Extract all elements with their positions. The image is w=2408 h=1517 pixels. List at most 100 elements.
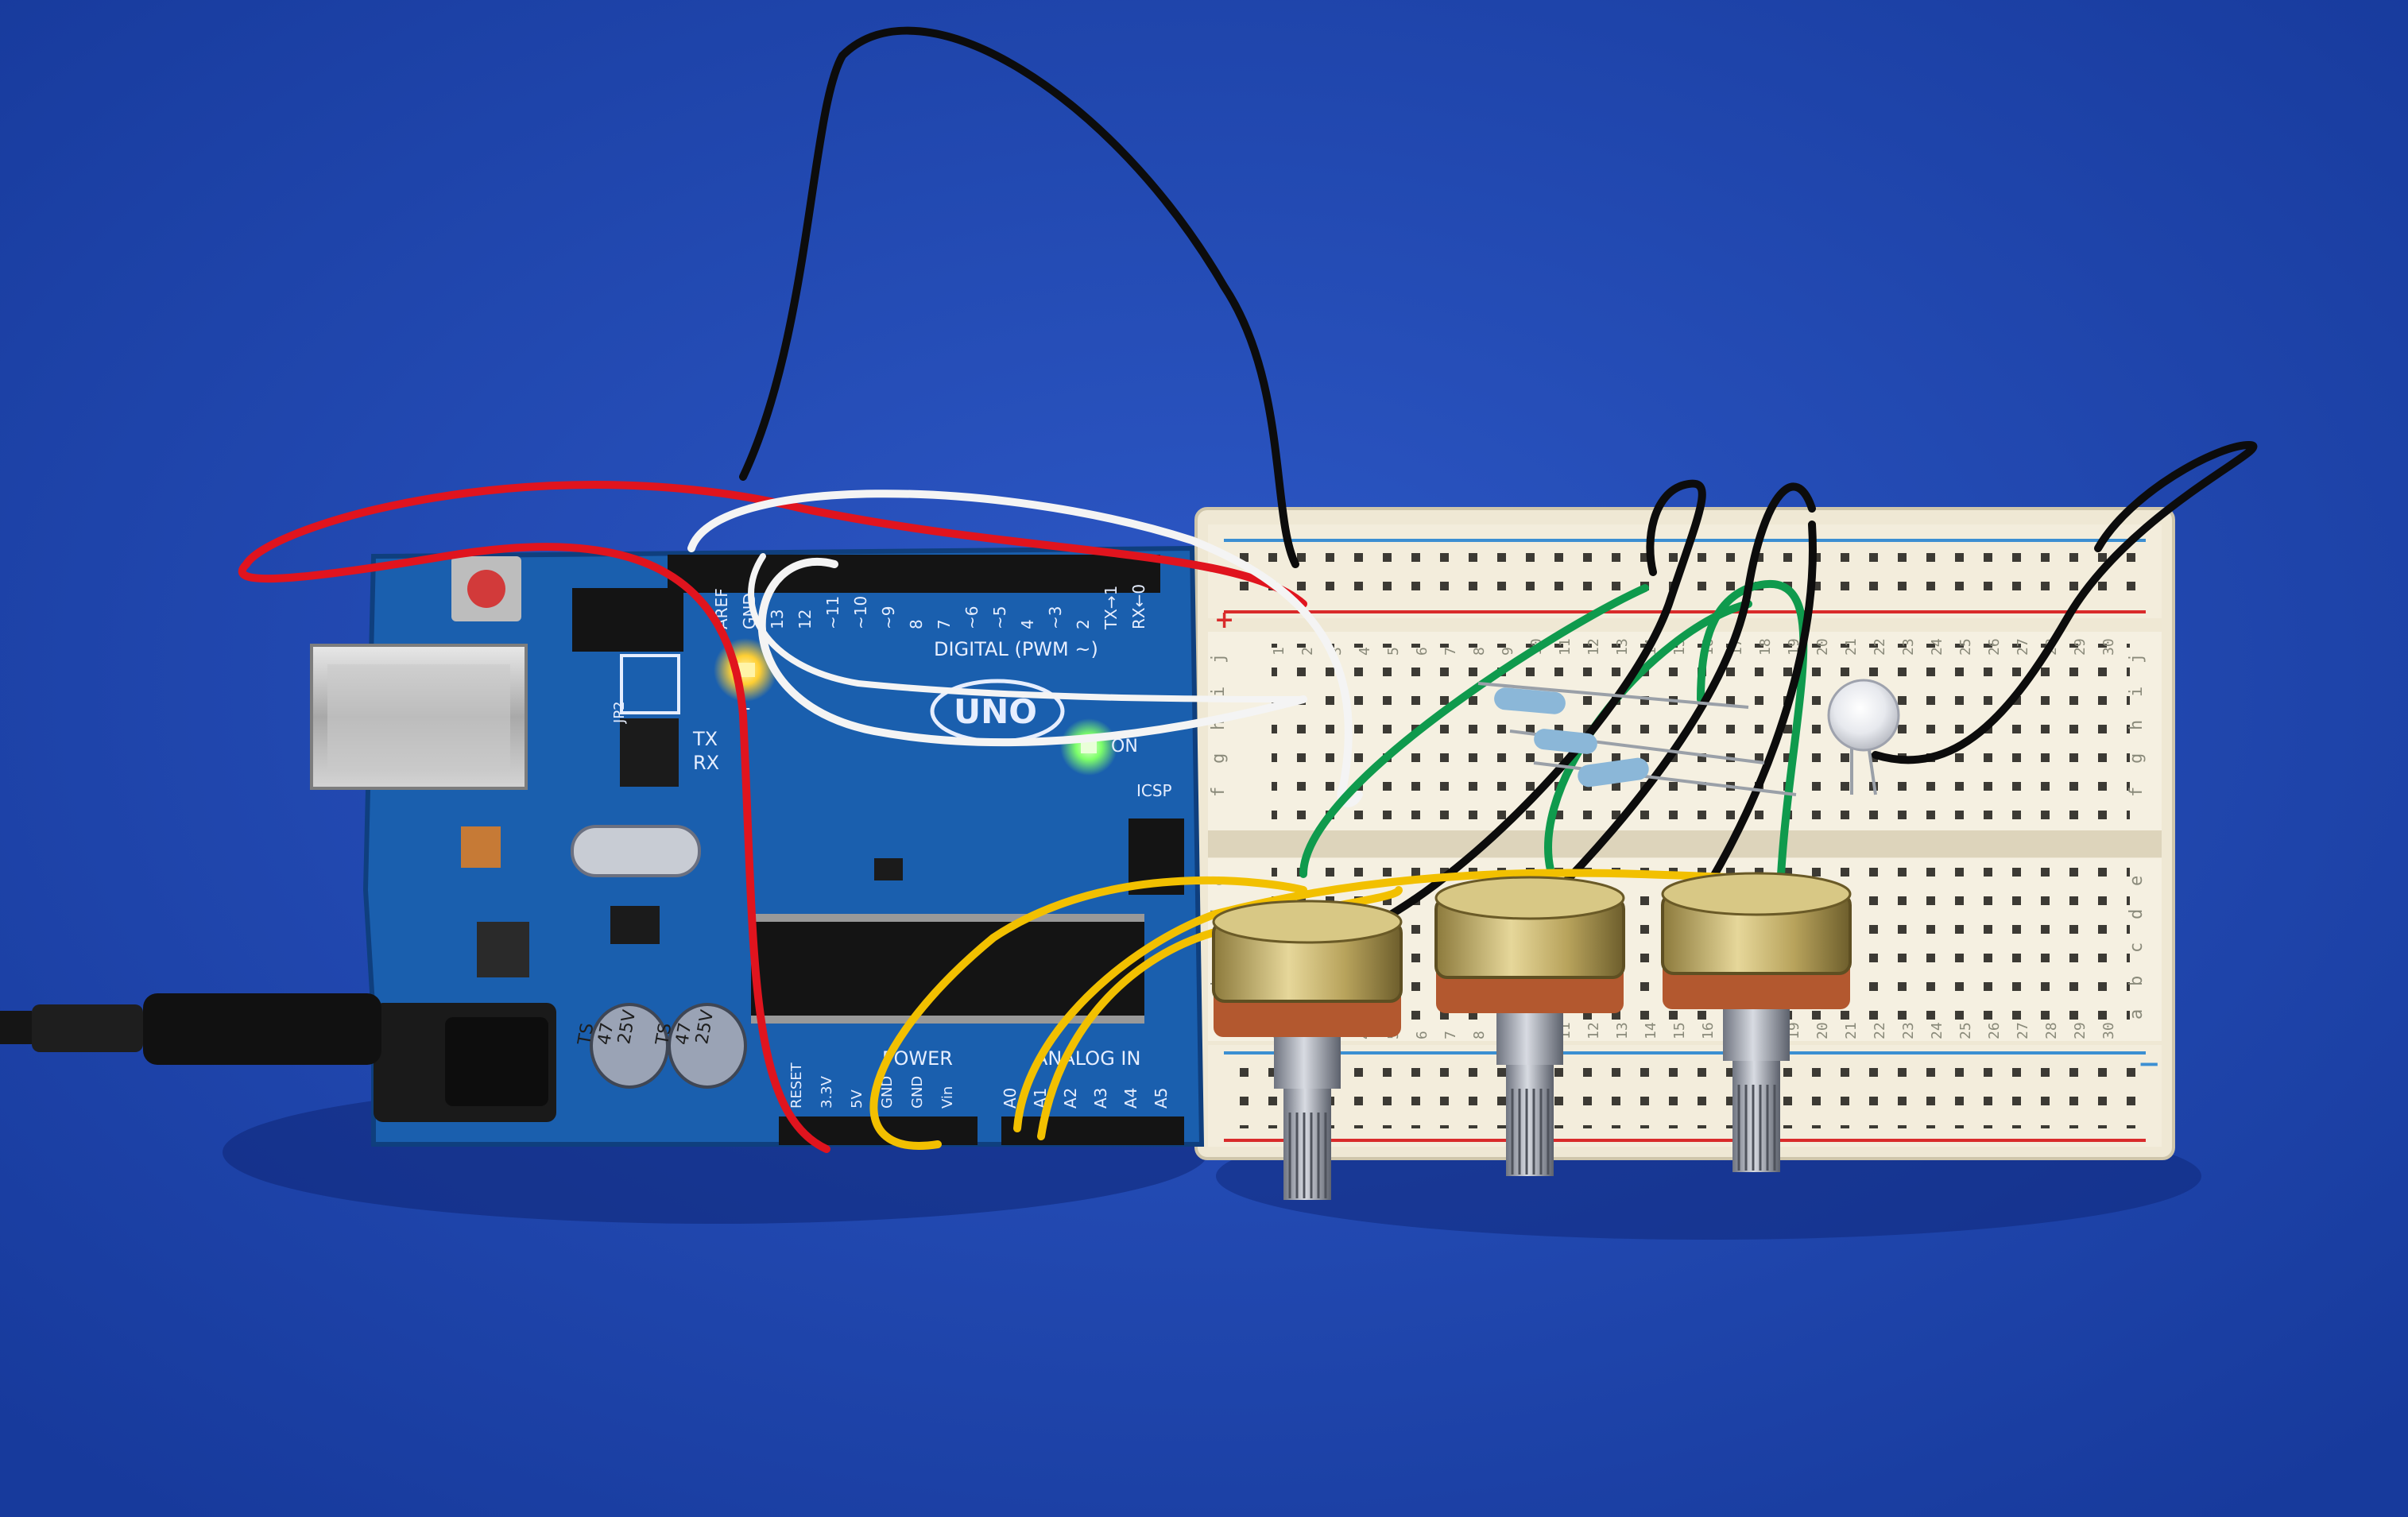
column-number: 25 <box>1957 638 1974 656</box>
wire-red[interactable] <box>238 481 1307 1153</box>
resistor-icon <box>1533 757 1797 796</box>
wire-black-loop[interactable] <box>739 26 1299 568</box>
reset-button-icon[interactable] <box>451 556 521 621</box>
digital-pin-label: RX←0 <box>1129 584 1148 629</box>
column-number: 29 <box>2072 638 2089 656</box>
potentiometer-icon[interactable] <box>1661 872 1852 1172</box>
label-on: ON <box>1111 737 1138 757</box>
resistor-icon <box>1477 682 1749 714</box>
wire-yellow-3[interactable] <box>1037 886 1403 1140</box>
svg-text:47: 47 <box>672 1021 695 1047</box>
column-number: 7 <box>1442 1031 1459 1039</box>
row-letter: i <box>1209 687 1229 697</box>
digital-pin-label: 12 <box>796 610 815 629</box>
capacitor-1: TS 47 25V <box>575 1003 669 1089</box>
crystal-oscillator-icon <box>571 825 701 877</box>
column-number: 23 <box>1900 1022 1917 1039</box>
column-number: 7 <box>1442 647 1459 656</box>
column-number: 28 <box>2043 1022 2060 1039</box>
digital-pin-label: ~3 <box>1046 606 1065 629</box>
digital-pin-label: ~10 <box>851 596 870 629</box>
potentiometer-icon[interactable] <box>1434 876 1625 1176</box>
power-pin-label: RESET <box>788 1062 805 1109</box>
usb-b-port-icon[interactable] <box>310 644 528 790</box>
dc-barrel-jack-icon[interactable] <box>374 1003 556 1122</box>
power-pin-label: 5V <box>849 1089 865 1109</box>
column-number: 12 <box>1585 638 1602 656</box>
digital-pin-label: 2 <box>1074 619 1093 629</box>
label-tx: TX <box>692 728 718 750</box>
column-number: 14 <box>1643 1022 1659 1039</box>
wire-white-1[interactable] <box>687 490 1363 807</box>
row-letter: b <box>2127 976 2147 986</box>
digital-pin-label: TX→1 <box>1101 586 1121 630</box>
column-number: 26 <box>1986 638 2003 656</box>
row-letter: h <box>2127 720 2147 730</box>
wire-black-4[interactable] <box>1697 521 1817 902</box>
column-number: 6 <box>1414 1031 1430 1039</box>
analog-pin-label: A2 <box>1061 1088 1080 1109</box>
row-letter: a <box>2127 1009 2147 1020</box>
column-number: 26 <box>1986 1022 2003 1039</box>
wire-black-led[interactable] <box>1872 440 2258 764</box>
power-pin-label: GND <box>879 1076 896 1109</box>
label-icsp: ICSP <box>1136 781 1172 800</box>
column-number: 22 <box>1872 638 1888 656</box>
column-number: 30 <box>2100 1022 2117 1039</box>
potentiometers <box>1212 872 1852 1200</box>
column-number: 29 <box>2072 1022 2089 1039</box>
rail-plus-label: + <box>1214 606 1234 634</box>
dc-power-cable <box>0 993 381 1065</box>
column-number: 20 <box>1814 1022 1831 1039</box>
led-on-indicator <box>1060 718 1117 776</box>
capacitor-2: TS 47 25V <box>652 1003 747 1089</box>
rail-minus-label: − <box>2138 1048 2161 1080</box>
column-number: 25 <box>1957 1022 1974 1039</box>
column-number: 2 <box>1299 647 1316 656</box>
column-number: 18 <box>1757 638 1774 656</box>
row-letter: g <box>2127 753 2147 764</box>
row-letter: f <box>2127 787 2147 797</box>
column-number: 24 <box>1929 638 1945 656</box>
digital-pin-label: 13 <box>768 610 787 629</box>
digital-header-label: DIGITAL (PWM ~) <box>934 638 1098 660</box>
row-letter: i <box>2127 687 2147 697</box>
power-pin-label: Vin <box>939 1086 956 1109</box>
digital-pin-label: 7 <box>935 619 954 629</box>
column-number: 12 <box>1585 1022 1602 1039</box>
uno-logo: UNO <box>930 679 1065 744</box>
analog-pin-label: A0 <box>1001 1088 1020 1109</box>
wire-green-3[interactable] <box>1697 579 1808 894</box>
wire-green-1[interactable] <box>1299 584 1649 878</box>
label-jp2: JP2 <box>611 701 628 724</box>
column-number: 1 <box>1271 647 1287 656</box>
column-number: 13 <box>1614 1022 1631 1039</box>
digital-header[interactable] <box>668 555 1160 593</box>
wire-yellow-1[interactable] <box>869 876 1307 1150</box>
analog-pin-label: A3 <box>1091 1088 1110 1109</box>
power-pin-label: 3.3V <box>819 1075 835 1109</box>
potentiometer-icon[interactable] <box>1212 900 1403 1200</box>
resistor-icon <box>1509 729 1765 764</box>
wire-black-2[interactable] <box>1339 479 1706 942</box>
column-number: 3 <box>1328 647 1345 656</box>
analog-pin-label: A5 <box>1152 1088 1171 1109</box>
wire-black-3[interactable] <box>1546 482 1816 902</box>
column-number: 22 <box>1872 1022 1888 1039</box>
wire-white-2[interactable] <box>757 558 1307 747</box>
digital-pin-label: ~5 <box>990 606 1009 629</box>
wire-white-3[interactable] <box>748 553 1307 702</box>
column-number: 8 <box>1471 1031 1488 1039</box>
analog-header[interactable] <box>1001 1116 1184 1145</box>
digital-pin-label: ~9 <box>879 606 898 629</box>
column-number: 8 <box>1471 647 1488 656</box>
svg-text:47: 47 <box>594 1021 617 1047</box>
row-letter: g <box>1209 753 1229 764</box>
analog-pin-label: A4 <box>1121 1088 1140 1109</box>
column-number: 24 <box>1929 1022 1945 1039</box>
row-letter: j <box>2127 653 2147 664</box>
